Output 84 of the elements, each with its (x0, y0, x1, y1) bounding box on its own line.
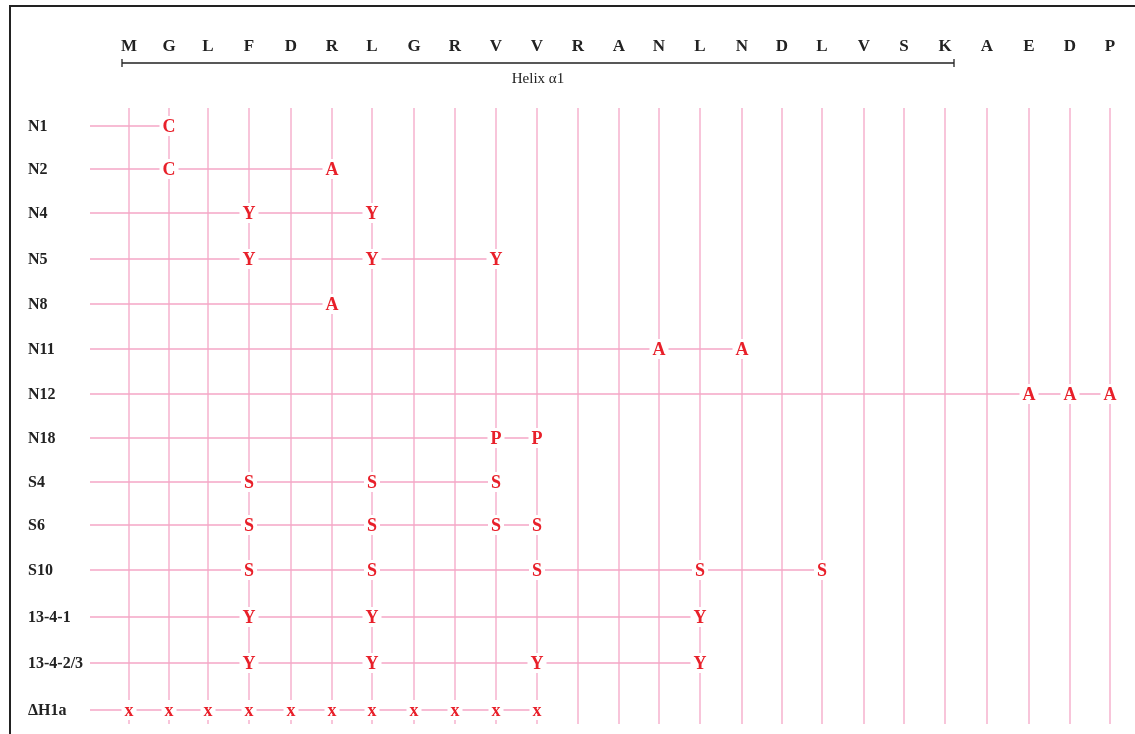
residue-letter: L (816, 36, 828, 54)
row-label: 13-4-1 (28, 609, 71, 625)
row-label: S10 (28, 562, 53, 578)
mutation-letter: S (692, 560, 708, 580)
row-label: N11 (28, 341, 55, 357)
row-label: ΔH1a (28, 702, 67, 718)
mutation-letter: A (1100, 384, 1120, 404)
residue-letter: V (489, 36, 503, 54)
residue-letter: M (121, 36, 137, 54)
mutation-letter: x (447, 700, 463, 720)
mutation-letter: S (529, 560, 545, 580)
mutation-letter: S (488, 515, 504, 535)
mutation-letter: A (732, 339, 752, 359)
mutation-letter: S (814, 560, 830, 580)
residue-letter: D (1063, 36, 1077, 54)
mutation-letter: S (488, 472, 504, 492)
residue-letter: D (775, 36, 789, 54)
residue-letter: L (694, 36, 706, 54)
mutation-letter: Y (239, 203, 259, 223)
residue-letter: S (899, 36, 909, 54)
mutation-letter: Y (239, 653, 259, 673)
row-label: N18 (28, 430, 56, 446)
mutation-letter: Y (239, 249, 259, 269)
residue-letter: L (202, 36, 214, 54)
row-label: N2 (28, 161, 48, 177)
mutation-letter: x (121, 700, 137, 720)
residue-letter: V (857, 36, 871, 54)
row-label: N5 (28, 251, 48, 267)
mutation-letter: x (241, 700, 257, 720)
mutation-letter: A (322, 294, 342, 314)
mutation-letter: S (529, 515, 545, 535)
row-label: N4 (28, 205, 48, 221)
residue-letter: D (284, 36, 298, 54)
mutation-letter: x (200, 700, 216, 720)
row-label: N8 (28, 296, 48, 312)
mutation-letter: S (241, 515, 257, 535)
residue-letter: K (938, 36, 952, 54)
residue-letter: N (735, 36, 749, 54)
residue-letter: F (243, 36, 255, 54)
mutation-letter: Y (690, 607, 710, 627)
mutation-letter: A (1060, 384, 1080, 404)
residue-letter: A (612, 36, 626, 54)
row-label: N12 (28, 386, 56, 402)
row-label: 13-4-2/3 (28, 655, 84, 671)
mutation-letter: S (364, 515, 380, 535)
mutation-letter: Y (362, 607, 382, 627)
mutation-letter: Y (690, 653, 710, 673)
mutation-letter: Y (362, 203, 382, 223)
mutation-letter: C (159, 159, 179, 179)
mutation-letter: A (1019, 384, 1039, 404)
residue-letter: E (1023, 36, 1035, 54)
mutation-letter: Y (486, 249, 506, 269)
mutation-letter: x (488, 700, 504, 720)
mutation-letter: S (364, 560, 380, 580)
mutation-letter: Y (527, 653, 547, 673)
mutation-letter: S (241, 472, 257, 492)
residue-letter: P (1104, 36, 1116, 54)
residue-letter: R (448, 36, 462, 54)
row-label: N1 (28, 118, 48, 134)
residue-letter: R (571, 36, 585, 54)
mutation-letter: x (406, 700, 422, 720)
mutation-letter: S (364, 472, 380, 492)
mutation-letter: P (487, 428, 505, 448)
mutation-letter: x (529, 700, 545, 720)
mutation-letter: Y (239, 607, 259, 627)
residue-letter: R (325, 36, 339, 54)
mutation-letter: x (364, 700, 380, 720)
helix-label: Helix α1 (511, 70, 565, 86)
residue-letter: G (407, 36, 421, 54)
residue-letter: A (980, 36, 994, 54)
mutation-letter: A (649, 339, 669, 359)
mutation-letter: S (241, 560, 257, 580)
residue-letter: N (652, 36, 666, 54)
mutation-letter: x (161, 700, 177, 720)
mutation-letter: A (322, 159, 342, 179)
mutation-letter: x (324, 700, 340, 720)
row-label: S6 (28, 517, 45, 533)
mutation-letter: Y (362, 249, 382, 269)
residue-letter: V (530, 36, 544, 54)
mutation-letter: Y (362, 653, 382, 673)
mutation-letter: x (283, 700, 299, 720)
row-label: S4 (28, 474, 45, 490)
residue-letter: G (162, 36, 176, 54)
residue-letter: L (366, 36, 378, 54)
